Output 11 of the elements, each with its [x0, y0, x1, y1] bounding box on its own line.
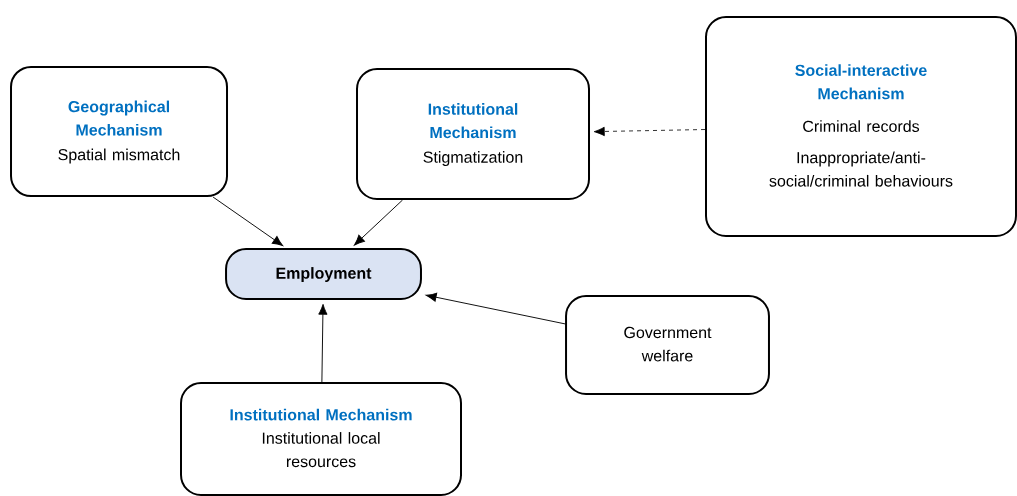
- mechanism-box: Government welfare: [565, 295, 770, 395]
- arrow: [425, 292, 566, 325]
- mechanism-box: Geographical Mechanism Spatial mismatch: [10, 65, 228, 198]
- arrow: [354, 199, 404, 246]
- mechanism-box: Social-interactive Mechanism Criminal records Inappropriate/anti-social/criminal behaviours: [705, 16, 1017, 237]
- arrow: [212, 196, 284, 246]
- arrow: [318, 303, 328, 383]
- employment-box: Employment: [225, 248, 422, 300]
- mechanism-box: Institutional Mechanism Institutional local resources: [180, 382, 462, 496]
- arrow: [593, 126, 706, 137]
- mechanism-box: Institutional Mechanism Stigmatization: [356, 68, 590, 200]
